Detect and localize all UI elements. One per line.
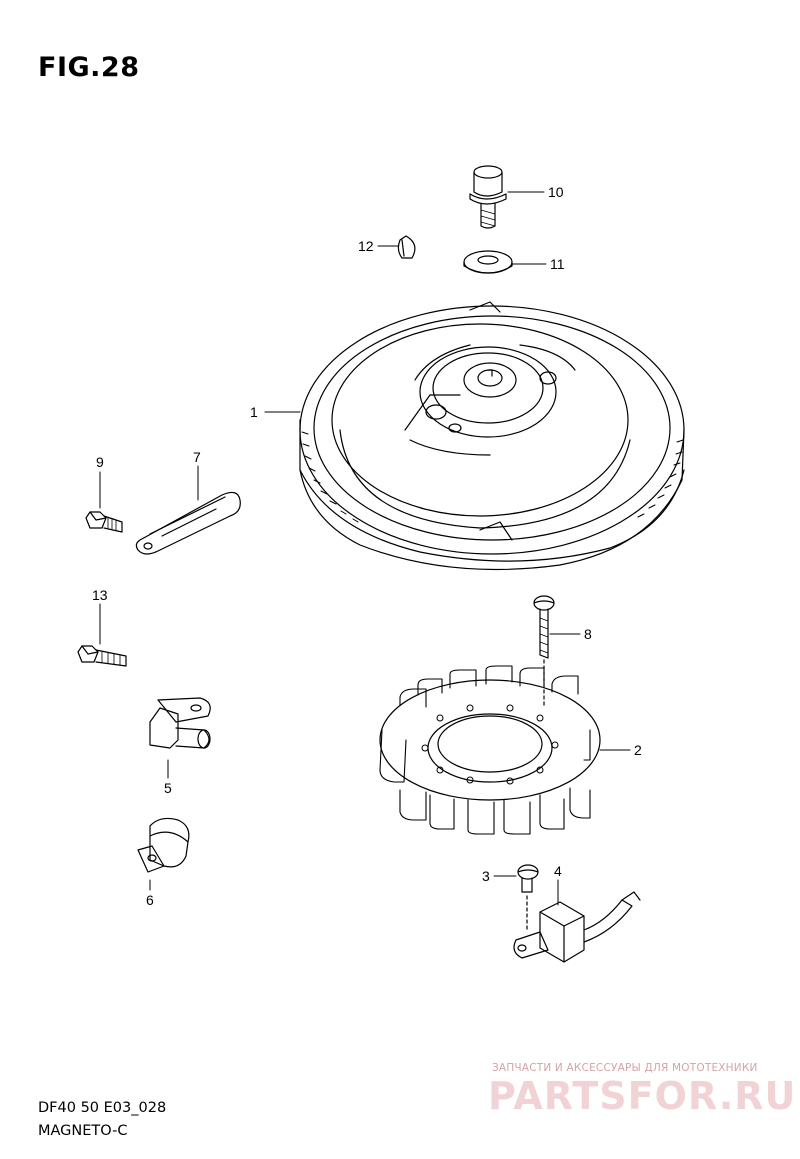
clamp-part <box>137 817 190 873</box>
callout-5: 5 <box>164 780 172 796</box>
callout-13: 13 <box>92 587 108 603</box>
figure-code: DF40 50 E03_028 <box>38 1100 167 1116</box>
sensor-part <box>149 697 211 749</box>
callout-2: 2 <box>634 742 642 758</box>
bracket-part <box>135 491 241 555</box>
callout-6: 6 <box>146 892 154 908</box>
washer-part <box>463 250 513 274</box>
screw-3-part <box>517 864 539 931</box>
callout-10: 10 <box>548 184 564 200</box>
callout-1: 1 <box>250 404 258 420</box>
bolt-9-part <box>85 511 123 533</box>
figure-title: FIG.28 <box>38 52 140 83</box>
leader-lines <box>99 191 631 906</box>
bolt-13-part <box>77 645 127 667</box>
watermark-logo: PARTSFOR.RU <box>488 1074 797 1118</box>
callout-9: 9 <box>96 454 104 470</box>
key-part <box>397 235 416 259</box>
stator-part <box>379 665 601 835</box>
flywheel-part <box>299 301 685 571</box>
watermark-tagline: ЗАПЧАСТИ И АКСЕССУАРЫ ДЛЯ МОТОТЕХНИКИ <box>492 1062 758 1074</box>
callout-3: 3 <box>482 868 490 884</box>
stator-screw-part <box>533 595 555 706</box>
pulser-coil-part <box>513 891 641 963</box>
flywheel-bolt-part <box>469 165 507 229</box>
callout-11: 11 <box>550 256 565 272</box>
callout-7: 7 <box>193 449 201 465</box>
callout-labels: 1 2 3 4 5 6 7 8 9 10 11 12 13 <box>92 184 642 908</box>
figure-name: MAGNETO-C <box>38 1123 128 1139</box>
callout-4: 4 <box>554 863 562 879</box>
callout-12: 12 <box>358 238 374 254</box>
callout-8: 8 <box>584 626 592 642</box>
